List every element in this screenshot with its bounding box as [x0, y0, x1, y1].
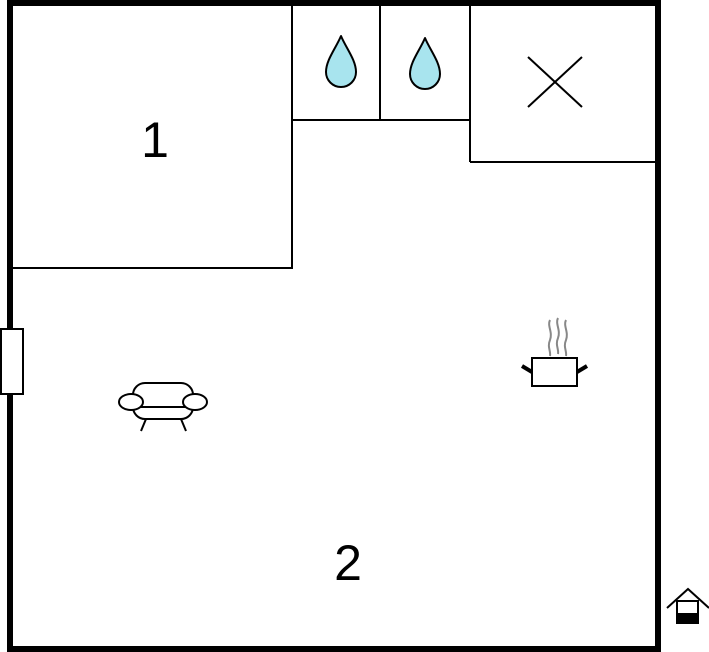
room-2-label: 2 — [334, 535, 362, 591]
water-drop-icon — [325, 35, 357, 88]
room-1-label: 1 — [141, 112, 169, 168]
cross-icon — [527, 56, 583, 108]
cooking-pot-icon — [520, 317, 589, 387]
room-1-wall — [10, 5, 293, 269]
outer-wall — [7, 0, 661, 652]
window-icon — [0, 328, 24, 395]
house-entrance-icon — [666, 587, 709, 624]
water-drop-icon — [409, 37, 441, 90]
sofa-icon — [118, 382, 208, 432]
